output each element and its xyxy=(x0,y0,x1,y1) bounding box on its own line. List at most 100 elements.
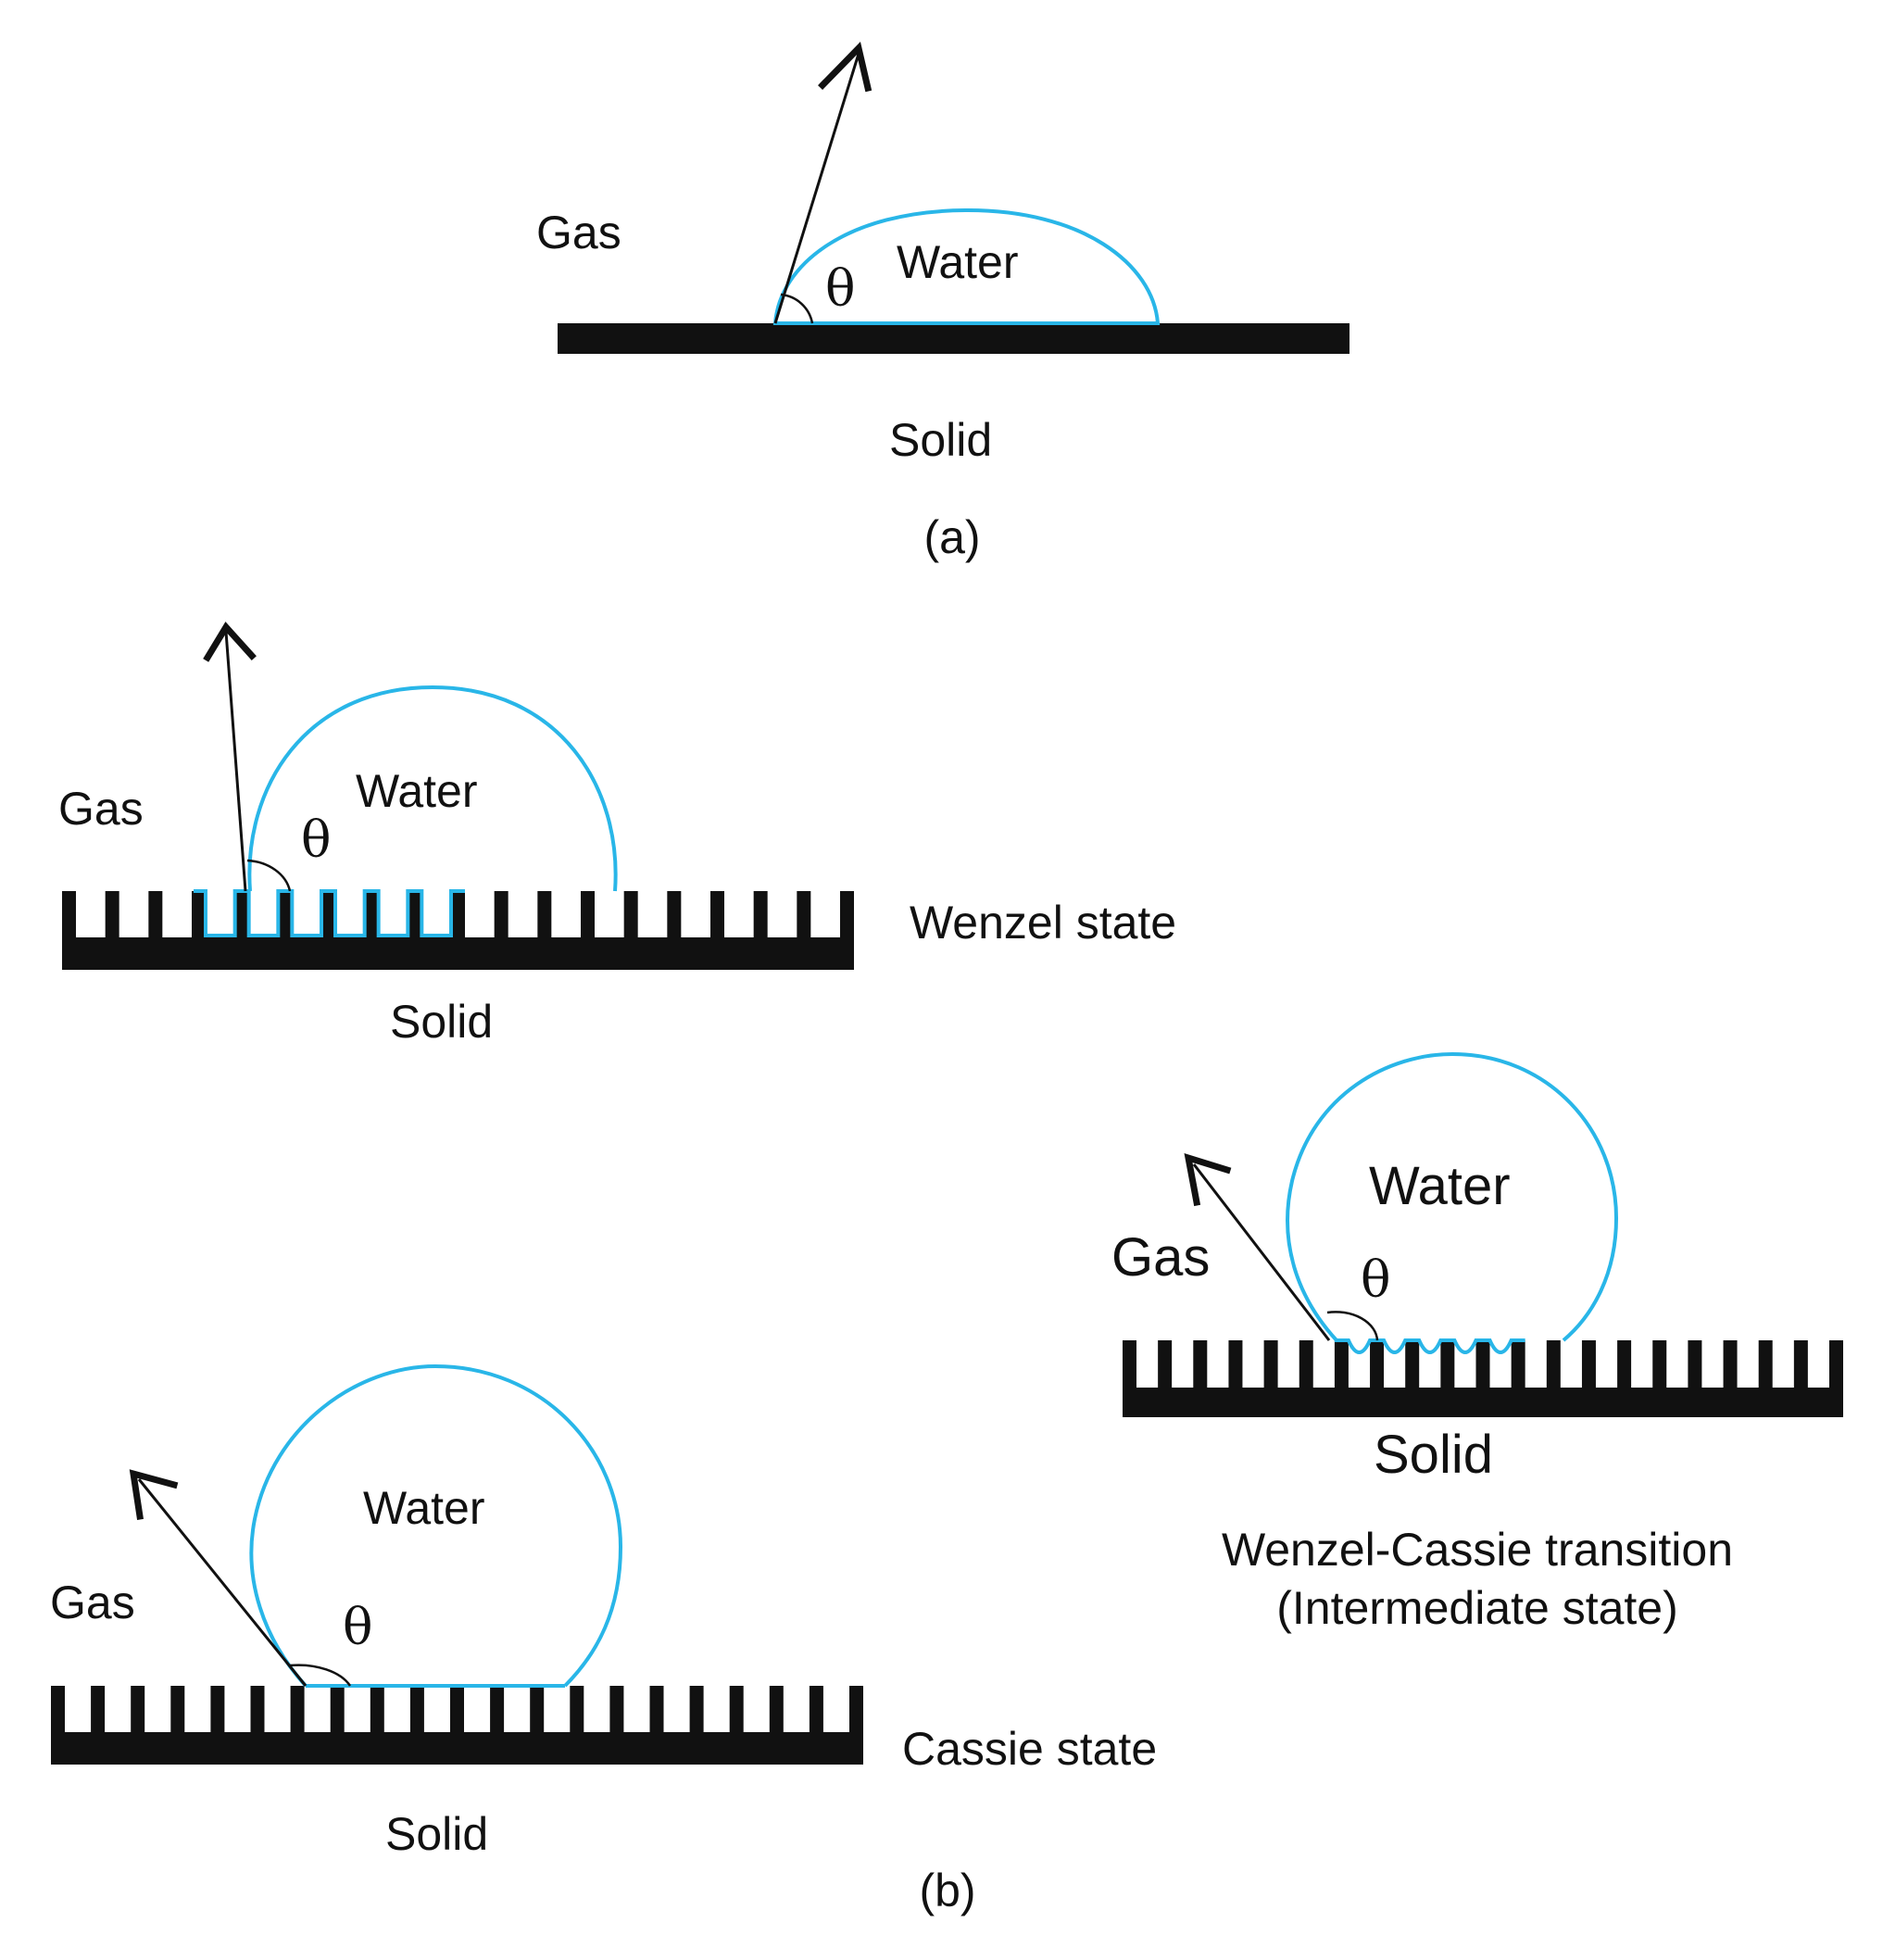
wenzel-theta-symbol: θ xyxy=(301,810,332,869)
transition-contact-angle-vector xyxy=(1192,1163,1331,1341)
solid-pillar xyxy=(1263,1340,1278,1388)
caption-b: (b) xyxy=(919,1865,975,1916)
caption-a: (a) xyxy=(923,511,980,563)
transition-textured-solid xyxy=(1123,1340,1843,1417)
solid-pillar xyxy=(131,1686,145,1733)
transition-panel: θ Gas Water Solid Wenzel-Cassie transiti… xyxy=(1111,1051,1843,1634)
flat-water-label: Water xyxy=(897,236,1019,288)
solid-pillar xyxy=(753,891,768,938)
solid-base xyxy=(62,937,854,970)
cassie-contact-angle-vector xyxy=(137,1478,308,1687)
cassie-gas-label: Gas xyxy=(50,1577,135,1628)
cassie-state-label: Cassie state xyxy=(902,1723,1157,1775)
solid-pillar xyxy=(170,1686,185,1733)
solid-pillar xyxy=(809,1686,823,1733)
solid-pillar xyxy=(1123,1340,1136,1388)
flat-solid-bar xyxy=(558,323,1349,354)
solid-base xyxy=(1123,1388,1843,1417)
flat-solid-label: Solid xyxy=(889,414,992,466)
cassie-contact-angle-arc xyxy=(289,1664,352,1687)
flat-contact-angle-arc xyxy=(780,293,814,324)
cassie-arrowhead xyxy=(129,1469,179,1520)
solid-pillar xyxy=(729,1686,744,1733)
transition-solid-label: Solid xyxy=(1374,1425,1493,1485)
solid-pillar xyxy=(1793,1340,1808,1388)
solid-pillar xyxy=(530,1686,545,1733)
solid-pillar xyxy=(148,891,163,938)
solid-pillar xyxy=(1370,1340,1385,1388)
solid-pillar xyxy=(649,1686,664,1733)
cassie-panel: θ Gas Water Solid Cassie state xyxy=(50,1363,1157,1860)
solid-pillar xyxy=(609,1686,624,1733)
solid-pillar xyxy=(537,891,552,938)
solid-pillar xyxy=(1299,1340,1313,1388)
solid-pillar xyxy=(330,1686,345,1733)
solid-base xyxy=(51,1732,863,1765)
solid-pillar xyxy=(689,1686,704,1733)
solid-pillar xyxy=(210,1686,225,1733)
solid-pillar xyxy=(1334,1340,1349,1388)
transition-state-label-line2: (Intermediate state) xyxy=(1276,1582,1678,1634)
solid-pillar xyxy=(1511,1340,1525,1388)
wenzel-water-label: Water xyxy=(356,765,478,817)
solid-pillar xyxy=(192,891,206,938)
wenzel-contact-angle-vector xyxy=(224,631,247,892)
solid-pillar xyxy=(290,1686,305,1733)
solid-pillar xyxy=(370,1686,384,1733)
solid-pillar xyxy=(1688,1340,1702,1388)
solid-pillar xyxy=(450,1686,464,1733)
solid-pillar xyxy=(1829,1340,1843,1388)
transition-theta-symbol: θ xyxy=(1361,1250,1391,1309)
transition-sagging-menisci xyxy=(1334,1338,1525,1354)
flat-gas-label: Gas xyxy=(536,207,621,258)
solid-pillar xyxy=(91,1686,106,1733)
flat-arrowhead xyxy=(818,41,872,93)
solid-pillar xyxy=(667,891,682,938)
solid-pillar xyxy=(321,891,335,938)
solid-pillar xyxy=(710,891,724,938)
flat-water-droplet xyxy=(772,207,1161,325)
solid-pillar xyxy=(364,891,379,938)
solid-pillar xyxy=(409,1686,424,1733)
solid-pillar xyxy=(849,1686,863,1733)
solid-pillar xyxy=(62,891,76,938)
transition-state-label-line1: Wenzel-Cassie transition xyxy=(1222,1524,1733,1576)
cassie-textured-solid xyxy=(51,1686,863,1765)
flat-contact-angle-vector xyxy=(773,53,860,324)
transition-gas-label: Gas xyxy=(1111,1227,1210,1288)
cassie-water-droplet xyxy=(249,1363,623,1688)
solid-pillar xyxy=(51,1686,65,1733)
solid-pillar xyxy=(581,891,595,938)
solid-pillar xyxy=(234,891,249,938)
solid-pillar xyxy=(1617,1340,1632,1388)
solid-pillar xyxy=(1475,1340,1490,1388)
solid-pillar xyxy=(570,1686,584,1733)
wenzel-panel: θ Gas Water Solid Wenzel state xyxy=(58,622,1176,1048)
solid-pillar xyxy=(1440,1340,1455,1388)
wenzel-textured-solid xyxy=(62,891,854,970)
panel-a-flat-surface: θ Gas Water Solid (a) xyxy=(536,41,1349,563)
solid-pillar xyxy=(840,891,854,938)
wenzel-arrowhead xyxy=(203,622,257,662)
cassie-water-label: Water xyxy=(363,1482,485,1534)
transition-contact-angle-arc xyxy=(1326,1311,1379,1341)
wenzel-solid-label: Solid xyxy=(390,996,493,1048)
solid-pillar xyxy=(1405,1340,1420,1388)
solid-pillar xyxy=(105,891,119,938)
solid-pillar xyxy=(451,891,465,938)
solid-pillar xyxy=(797,891,811,938)
wenzel-water-droplet xyxy=(247,685,618,892)
solid-pillar xyxy=(490,1686,505,1733)
solid-pillar xyxy=(494,891,508,938)
wenzel-gas-label: Gas xyxy=(58,783,144,835)
solid-pillar xyxy=(1228,1340,1243,1388)
solid-pillar xyxy=(1652,1340,1667,1388)
solid-pillar xyxy=(408,891,422,938)
flat-theta-symbol: θ xyxy=(825,259,856,318)
transition-water-label: Water xyxy=(1369,1156,1511,1216)
solid-pillar xyxy=(250,1686,265,1733)
solid-pillar xyxy=(769,1686,784,1733)
wenzel-state-label: Wenzel state xyxy=(910,897,1176,949)
solid-pillar xyxy=(623,891,638,938)
